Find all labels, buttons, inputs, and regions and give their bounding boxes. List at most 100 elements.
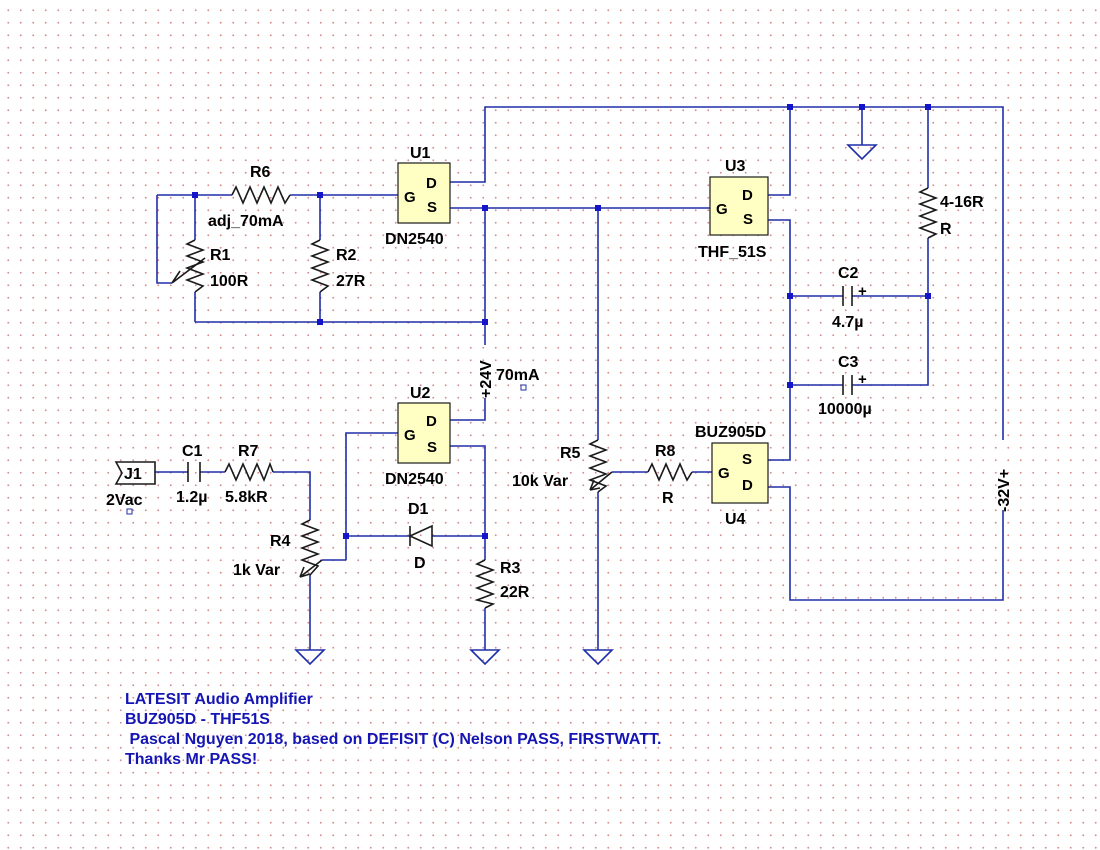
u2-pin-d: D (426, 413, 437, 430)
design-notes: LATESIT Audio Amplifier BUZ905D - THF51S… (125, 690, 661, 770)
r2-value: 27R (336, 273, 366, 290)
u4-pin-d: D (742, 477, 753, 494)
u3-pin-s: S (743, 211, 753, 228)
labels: U1 DN2540 U2 DN2540 U3 THF_51S BUZ905D U… (176, 145, 1013, 601)
u4-ref: U4 (725, 511, 746, 528)
wire-u2-gate (345, 432, 398, 560)
ground-icon (294, 649, 326, 666)
resistor-r7 (224, 461, 274, 483)
r1-ref: R1 (210, 247, 231, 264)
ground-icon (846, 144, 878, 161)
note-title: LATESIT Audio Amplifier (125, 691, 313, 708)
junction-node (595, 205, 601, 211)
c1-value: 1.2µ (176, 489, 207, 506)
junction-node (192, 192, 198, 198)
junction-node (925, 104, 931, 110)
u4-pin-s: S (742, 451, 752, 468)
junction-node (317, 192, 323, 198)
u4-part: BUZ905D (695, 424, 766, 441)
r8-value: R (662, 490, 674, 507)
ground-symbols (294, 144, 878, 666)
net-flag-icon (126, 508, 133, 515)
j1-ref: J1 (124, 466, 142, 483)
junction-node (787, 104, 793, 110)
capacitor-c1 (187, 462, 201, 482)
r4-ref: R4 (270, 533, 291, 550)
wire-r1-wiper (156, 195, 172, 284)
junction-node (859, 104, 865, 110)
c2-value: 4.7µ (832, 314, 863, 331)
junction-nodes (192, 104, 931, 539)
r2-ref: R2 (336, 247, 357, 264)
u3-part: THF_51S (698, 244, 767, 261)
u2-ref: U2 (410, 385, 431, 402)
pot-arrow-r1 (171, 257, 206, 284)
junction-node (925, 293, 931, 299)
resistor-r2 (309, 239, 331, 293)
junction-node (317, 319, 323, 325)
diode-d1 (408, 524, 433, 548)
r1-value: 100R (210, 273, 249, 290)
u2-pin-g: G (404, 427, 416, 444)
resistors (171, 185, 939, 609)
chip-u2 (397, 402, 451, 464)
supply-24v-label: +24V (478, 360, 495, 398)
pot-arrow-r4 (299, 559, 323, 578)
wire-top-rail (450, 106, 1004, 440)
c3-ref: C3 (838, 354, 859, 371)
u1-pin-s: S (427, 199, 437, 216)
r4-value: 1k Var (233, 562, 280, 579)
junction-node (787, 382, 793, 388)
r7-value: 5.8kR (225, 489, 268, 506)
r5-value: 10k Var (512, 473, 568, 490)
resistor-r6 (231, 185, 291, 205)
ground-icon (469, 649, 501, 666)
polarity-mark-c2: + (858, 283, 867, 300)
junction-node (482, 533, 488, 539)
u1-part: DN2540 (385, 231, 444, 248)
net-flag-icon (520, 384, 527, 391)
wire-24v-lower (450, 398, 486, 421)
load-ref: 4-16R (940, 194, 984, 211)
wire-output-bus (768, 219, 791, 461)
r6-value: adj_70mA (208, 213, 284, 230)
junction-node (482, 205, 488, 211)
note-subtitle: BUZ905D - THF51S (125, 711, 270, 728)
current-label: 70mA (496, 367, 540, 384)
wire-rail-bottom (768, 486, 1004, 601)
chip-u3 (709, 176, 769, 236)
u1-pin-g: G (404, 189, 416, 206)
wire-j1 (155, 471, 311, 520)
u1-pin-d: D (426, 175, 437, 192)
r6-ref: R6 (250, 164, 271, 181)
connector-j1: J1 2Vac (106, 461, 156, 515)
u3-pin-d: D (742, 187, 753, 204)
transistors: G D S G D S G D S G S D (397, 162, 769, 504)
polarity-mark-c3: + (858, 371, 867, 388)
chip-u1 (397, 162, 451, 224)
note-credit: Pascal Nguyen 2018, based on DEFISIT (C)… (125, 731, 662, 748)
r7-ref: R7 (238, 443, 259, 460)
u2-pin-s: S (427, 439, 437, 456)
c2-ref: C2 (838, 265, 859, 282)
u2-part: DN2540 (385, 471, 444, 488)
wire-u3-drain (768, 107, 791, 196)
c1-ref: C1 (182, 443, 203, 460)
u1-ref: U1 (410, 145, 431, 162)
wire-load-bottom (852, 238, 929, 386)
load-value: R (940, 221, 952, 238)
u3-pin-g: G (716, 201, 728, 218)
note-thanks: Thanks Mr PASS! (125, 751, 258, 768)
connector-icon (114, 461, 156, 485)
capacitors: + + (187, 283, 867, 482)
r3-ref: R3 (500, 560, 521, 577)
r5-ref: R5 (560, 445, 581, 462)
resistor-r8 (647, 462, 693, 482)
c3-value: 10000µ (818, 401, 872, 418)
r8-ref: R8 (655, 443, 676, 460)
wires (155, 106, 1004, 650)
supply-32v-label: -32V+ (996, 469, 1013, 512)
d1-value: D (414, 555, 426, 572)
u3-ref: U3 (725, 158, 746, 175)
